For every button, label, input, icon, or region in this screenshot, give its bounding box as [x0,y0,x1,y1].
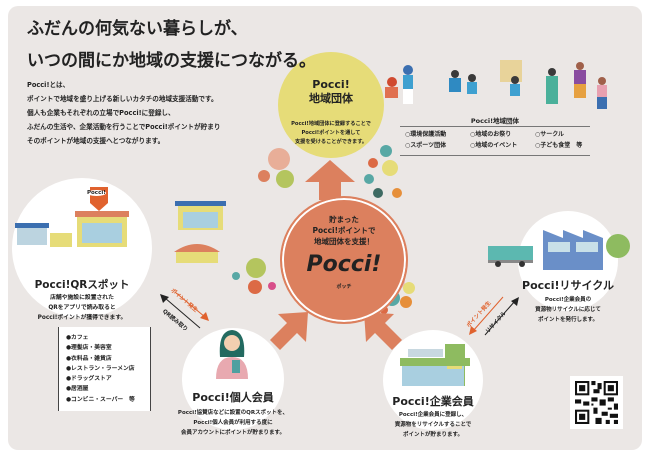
shops-illustration [15,187,129,247]
desc-line: Pocci!個人会員が利用する度に [193,420,273,426]
group-list-title: Pocci!地域団体 [470,117,520,125]
desc-line: Pocci!ポイントを通して [301,130,361,136]
shop-type: ●レストラン・ラーメン店 [66,365,135,372]
corporate-title: Pocci!企業会員 [392,395,474,408]
qr-code[interactable] [570,376,623,429]
qr-code-icon [575,381,618,424]
shop-type: ●衣料品・雑貨店 [66,355,112,362]
desc-line: Pocci!協賛店などに設置のQRスポットを、 [177,410,289,416]
corporate-desc: Pocci!企業会員に登録し、 資源物をリサイクルすることで ポイントが貯まりま… [370,410,496,440]
center-line: 地域団体を支援！ [314,237,374,246]
recycle-desc: Pocci!企業会員の 資源物リサイクルに応じて ポイントを発行します。 [500,295,636,325]
intro-line: ふだんの生活や、企業活動を行うことでPocci!ポイントが貯まり [27,123,221,131]
up-arrow-icon [305,160,355,200]
corporate-building-illustration [400,344,470,386]
shop-type: ●ドラッグストア [66,376,112,383]
desc-line: QRをアプリで読み取ると [48,305,116,311]
community-activities-illustration [385,60,607,109]
desc-line: Pocci!企業会員の [544,297,592,303]
group-item: ○子ども食堂 等 [535,142,583,149]
desc-line: Pocci!地域団体に登録することで [291,121,371,127]
arrow-up-right-icon [270,312,308,350]
desc-line: 資源物をリサイクルすることで [394,422,472,428]
group-desc: Pocci!地域団体に登録することで Pocci!ポイントを通して 支援を受ける… [278,120,384,147]
headline-line-1: ふだんの何気ない暮らしが、 [27,19,248,39]
desc-line: 支援を受けることができます。 [294,139,368,145]
intro-line: Pocci!とは、 [27,81,70,89]
qr-spot-circle [12,178,152,318]
desc-line: 会員アカウントにポイントが貯まります。 [181,430,285,436]
shop-type: ●カフェ [66,335,89,341]
woman-with-phone-illustration [216,330,248,379]
restaurant-illustration [174,244,220,263]
group-title-line: Pocci! [312,78,350,91]
group-item: ○サークル [535,131,565,138]
center-line: Pocci!ポイントで [312,226,376,235]
group-activity-list: ○環境保護活動 ○地域のお祭り ○サークル ○スポーツ団体 ○地域のイベント ○… [400,126,590,156]
desc-line: Pocci!企業会員に登録し、 [398,412,468,418]
shop-type: ●居酒屋 [66,386,89,393]
exchange-arrows-icon [469,296,519,336]
pocci-reading: ポッチ [336,284,352,290]
group-title: Pocci! 地域団体 [278,78,384,106]
recycling-factory-illustration [488,230,630,270]
qr-spot-list: ●カフェ ●理髪店・美容室 ●衣料品・雑貨店 ●レストラン・ラーメン店 ●ドラッ… [58,327,151,411]
pocci-logo: Pocci! [306,252,382,277]
qr-spot-badge: Pocci! [87,190,106,196]
intro-line: ポイントで地域を盛り上げる新しいカタチの地域支援活動です。 [27,95,218,103]
headline-line-2: いつの間にか地域の支援につながる。 [27,51,316,71]
intro-line: そのポイントが地域の支援へとつながります。 [27,137,165,145]
desc-line: 資源物リサイクルに応じて [535,307,601,313]
desc-line: ポイントを発行します。 [538,317,598,323]
individual-desc: Pocci!協賛店などに設置のQRスポットを、 Pocci!個人会員が利用する度… [155,408,311,438]
group-item: ○地域のお祭り [470,131,512,138]
group-circle [278,52,384,158]
recycle-title: Pocci!リサイクル [522,279,614,292]
center-message: 貯まった Pocci!ポイントで 地域団体を支援！ [280,214,408,247]
desc-line: Pocci!ポイントが獲得できます。 [37,315,127,321]
arrow-up-left-icon [364,312,402,350]
shop-type: ●コンビニ・スーパー 等 [66,396,135,403]
group-item: ○地域のイベント [470,142,518,149]
desc-line: ポイントが貯まります。 [403,432,463,438]
convenience-store-illustration [175,201,226,230]
group-item: ○環境保護活動 [405,131,447,138]
intro-line: 個人も企業もそれぞれの立場でPocci!に登録し、 [27,109,175,117]
desc-line: 店舗や施設に設置された [50,295,114,301]
qr-spot-desc: 店舗や施設に設置された QRをアプリで読み取ると Pocci!ポイントが獲得でき… [12,293,152,323]
individual-title: Pocci!個人会員 [192,391,274,404]
group-item: ○スポーツ団体 [405,142,447,149]
pocci-center-circle [280,196,408,324]
shop-type: ●理髪店・美容室 [66,345,112,352]
center-line: 貯まった [329,215,359,224]
group-title-line: 地域団体 [309,92,353,105]
qr-spot-title: Pocci!QRスポット [34,279,130,291]
exchange-arrows-icon [160,292,209,329]
intro-text: Pocci!とは、 ポイントで地域を盛り上げる新しいカタチの地域支援活動です。 … [27,78,221,148]
